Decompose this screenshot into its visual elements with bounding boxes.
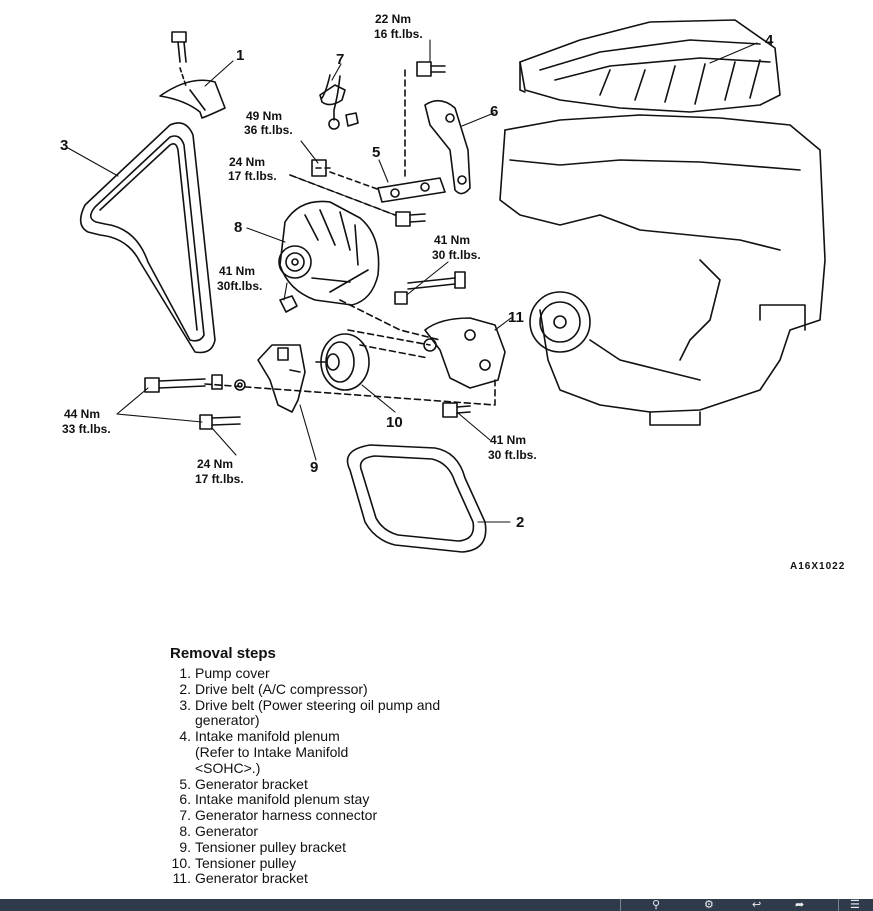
list-item: 8.Generator — [179, 822, 259, 839]
plenum-stay-drawing — [404, 61, 471, 195]
generator-bracket-lower — [347, 271, 506, 389]
list-item: 9.Tensioner pulley bracket — [179, 838, 346, 855]
part-label-5: 5 — [372, 144, 380, 161]
engine-assembly-drawing — [499, 19, 826, 426]
torque-33ftlbs: 33 ft.lbs. — [62, 422, 111, 436]
share-icon[interactable]: ➦ — [795, 899, 805, 911]
leader-lines — [67, 39, 758, 523]
generator-bracket-arm — [311, 159, 446, 203]
list-item: 1.Pump cover — [179, 665, 270, 681]
tensioner-pulley-drawing — [315, 333, 370, 391]
toolbar-divider — [620, 899, 621, 911]
torque-labels: 22 Nm 16 ft.lbs. 49 Nm 36 ft.lbs. 24 Nm … — [62, 12, 537, 486]
torque-41nm-lower: 41 Nm — [490, 433, 526, 447]
list-item: 3.Drive belt (Power steering oil pump an… — [179, 696, 441, 729]
nut-41nm-left — [279, 295, 298, 313]
torque-17ftlbs-top: 17 ft.lbs. — [228, 169, 277, 183]
tensioner-bracket-drawing — [234, 344, 306, 413]
torque-24nm-lower: 24 Nm — [197, 457, 233, 471]
part-label-1: 1 — [236, 47, 244, 64]
torque-44nm: 44 Nm — [64, 407, 100, 421]
torque-22nm: 22 Nm — [375, 12, 411, 26]
generator-drawing — [278, 200, 441, 341]
pump-cover-drawing — [159, 31, 226, 119]
settings-icon[interactable]: ⚙ — [704, 899, 714, 911]
part-number-labels: 1 2 3 4 5 6 7 8 9 10 11 — [60, 32, 774, 531]
removal-steps-list: 1.Pump cover 2.Drive belt (A/C compresso… — [170, 665, 590, 887]
part-label-7: 7 — [336, 51, 344, 68]
harness-connector-drawing — [319, 74, 359, 130]
part-label-4: 4 — [765, 32, 774, 49]
removal-steps: Removal steps 1.Pump cover 2.Drive belt … — [170, 645, 590, 887]
list-item: 10.Tensioner pulley — [171, 854, 297, 871]
torque-30ftlbs-lower: 30 ft.lbs. — [488, 448, 537, 462]
list-item: 2.Drive belt (A/C compressor) — [179, 680, 368, 697]
bolt-44nm — [144, 374, 496, 406]
torque-36ftlbs: 36 ft.lbs. — [244, 123, 293, 137]
removal-steps-heading: Removal steps — [170, 645, 276, 662]
bottom-toolbar: ⚲ ⚙ ↩ ➦ ☰ — [0, 899, 873, 911]
part-label-10: 10 — [386, 414, 403, 431]
search-icon[interactable]: ⚲ — [652, 899, 661, 911]
list-item: 5.Generator bracket — [179, 775, 308, 792]
bolt-24nm-lower — [199, 414, 241, 430]
figure-code: A16X1022 — [790, 561, 845, 572]
torque-24nm-top: 24 Nm — [229, 155, 265, 169]
exploded-view-diagram: 1 2 3 4 5 6 7 8 9 10 11 22 Nm 16 ft.lbs.… — [60, 12, 845, 572]
toolbar-divider — [838, 899, 839, 911]
list-item: 6.Intake manifold plenum stay — [179, 791, 370, 808]
part-label-11: 11 — [508, 309, 524, 326]
part-label-9: 9 — [310, 459, 318, 476]
list-item: 11.Generator bracket — [172, 870, 308, 887]
torque-41nm-right: 41 Nm — [434, 233, 470, 247]
torque-30ftlbs-right: 30 ft.lbs. — [432, 248, 481, 262]
list-item: 4.Intake manifold plenum (Refer to Intak… — [179, 728, 349, 776]
torque-16ftlbs: 16 ft.lbs. — [374, 27, 423, 41]
part-label-8: 8 — [234, 219, 242, 236]
torque-30ftlbs-left: 30ft.lbs. — [217, 279, 262, 293]
drive-belt-ac — [346, 444, 487, 553]
bolt-41nm-lower — [442, 402, 471, 418]
menu-icon[interactable]: ☰ — [850, 899, 860, 911]
list-item: 7.Generator harness connector — [179, 807, 378, 824]
torque-49nm: 49 Nm — [246, 109, 282, 123]
part-label-3: 3 — [60, 137, 68, 154]
back-icon[interactable]: ↩ — [752, 899, 762, 911]
drive-belt-power-steering — [79, 122, 216, 354]
part-label-6: 6 — [490, 103, 498, 120]
part-label-2: 2 — [516, 514, 524, 531]
torque-41nm-left: 41 Nm — [219, 264, 255, 278]
torque-17ftlbs-lower: 17 ft.lbs. — [195, 472, 244, 486]
